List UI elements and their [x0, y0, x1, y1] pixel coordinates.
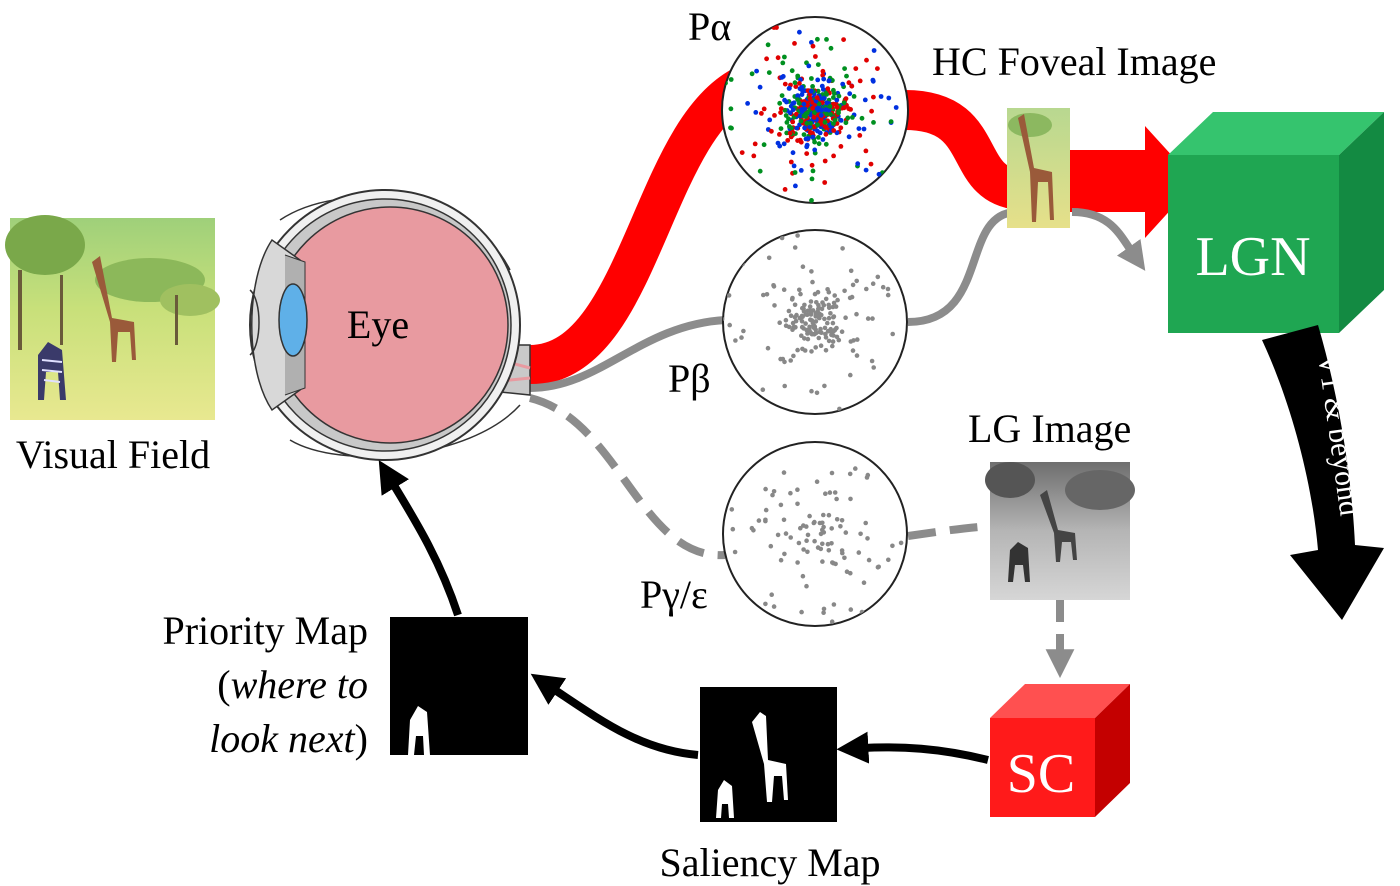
- zebra-silhouette-icon: [716, 780, 734, 818]
- lg-image-label: LG Image: [968, 406, 1131, 451]
- p-beta-pathway: [529, 208, 1016, 392]
- eye-label: Eye: [347, 302, 409, 347]
- p-alpha-cone-dots: [723, 24, 908, 203]
- eye-cross-section-icon: [249, 189, 531, 461]
- p-gamma-cell-dots: [723, 466, 904, 624]
- priority-map-image: [390, 617, 528, 755]
- p-gamma-pathway: [529, 394, 991, 560]
- beta-to-lgn-arrow: [1071, 208, 1146, 271]
- saliency-map-label: Saliency Map: [659, 840, 880, 885]
- p-beta-cell-dots: [723, 233, 895, 412]
- priority-map-subtitle-line2: look next): [209, 716, 368, 761]
- p-beta-label: Pβ: [668, 356, 711, 401]
- sc-to-saliency-arrow: [836, 731, 989, 764]
- priority-map-subtitle-line1: (where to: [217, 662, 368, 707]
- priority-map-label: Priority Map: [162, 608, 368, 653]
- p-alpha-label: Pα: [688, 4, 731, 49]
- visual-field-photo: [5, 215, 220, 420]
- sc-box: [990, 684, 1130, 817]
- sc-label: SC: [1007, 743, 1076, 805]
- alpha-to-lgn-arrow: [1065, 126, 1196, 238]
- lg-image: [985, 462, 1135, 600]
- zebra-silhouette-icon: [408, 706, 430, 755]
- giraffe-silhouette-icon: [752, 712, 788, 802]
- priority-to-eye-arrow: [378, 460, 462, 617]
- p-gamma-sampling-circle: [722, 441, 908, 627]
- lgn-box: [1168, 112, 1384, 333]
- hc-foveal-image-label: HC Foveal Image: [932, 39, 1216, 84]
- p-gamma-label: Pγ/ε: [640, 572, 708, 617]
- saliency-to-priority-arrow: [530, 673, 699, 759]
- hc-foveal-image: [1007, 108, 1070, 228]
- lgn-label: LGN: [1195, 226, 1310, 288]
- saliency-map-image: [700, 687, 837, 822]
- v1-beyond-arrow: [1262, 325, 1384, 620]
- visual-field-label: Visual Field: [16, 432, 210, 477]
